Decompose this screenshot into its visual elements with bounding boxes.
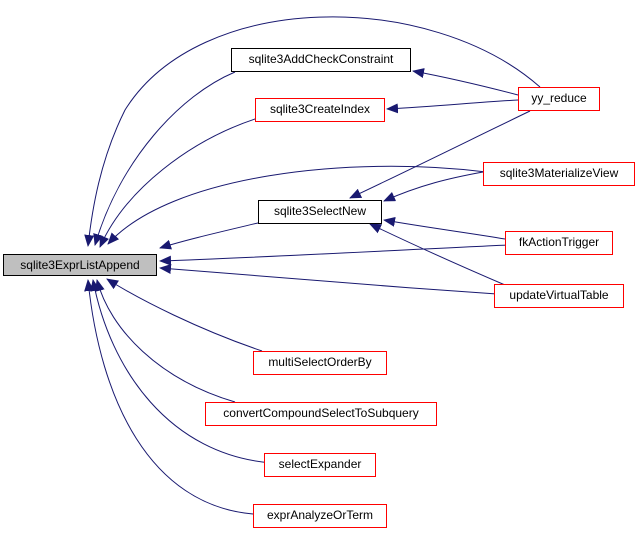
- edge-fkaction-to-root: [159, 244, 509, 266]
- node-addcheck[interactable]: sqlite3AddCheckConstraint: [231, 48, 411, 72]
- edge-addcheck-to-root: [93, 71, 236, 246]
- edge-updvt-to-root: [159, 263, 498, 295]
- edge-yyreduce-to-selectnew: [349, 110, 531, 199]
- node-matview[interactable]: sqlite3MaterializeView: [483, 162, 635, 186]
- node-multisel[interactable]: multiSelectOrderBy: [253, 351, 387, 375]
- edge-matview-to-root: [107, 165, 487, 245]
- node-fkaction[interactable]: fkActionTrigger: [505, 231, 613, 255]
- edge-fkaction-to-selectnew: [383, 216, 506, 240]
- node-createindex[interactable]: sqlite3CreateIndex: [255, 98, 385, 122]
- node-convcomp[interactable]: convertCompoundSelectToSubquery: [205, 402, 437, 426]
- edge-exprana-to-root: [84, 279, 254, 515]
- edge-selexp-to-root: [90, 279, 273, 464]
- node-exprana[interactable]: exprAnalyzeOrTerm: [253, 504, 387, 528]
- edge-yyreduce-to-root: [84, 16, 541, 247]
- node-root: sqlite3ExprListAppend: [3, 254, 157, 276]
- node-selexp[interactable]: selectExpander: [264, 453, 376, 477]
- edge-matview-to-selectnew: [383, 171, 484, 202]
- edge-multisel-to-root: [106, 278, 263, 352]
- edge-selectnew-to-root: [159, 221, 263, 250]
- edge-createindex-to-root: [99, 117, 259, 248]
- edge-convcomp-to-root: [94, 279, 236, 403]
- edge-updvt-to-selectnew: [369, 223, 506, 286]
- edge-yyreduce-to-addcheck: [412, 68, 519, 96]
- edge-yyreduce-to-createindex: [386, 99, 519, 114]
- node-updvt[interactable]: updateVirtualTable: [494, 284, 624, 308]
- node-yyreduce[interactable]: yy_reduce: [518, 87, 600, 111]
- node-selectnew[interactable]: sqlite3SelectNew: [258, 200, 382, 224]
